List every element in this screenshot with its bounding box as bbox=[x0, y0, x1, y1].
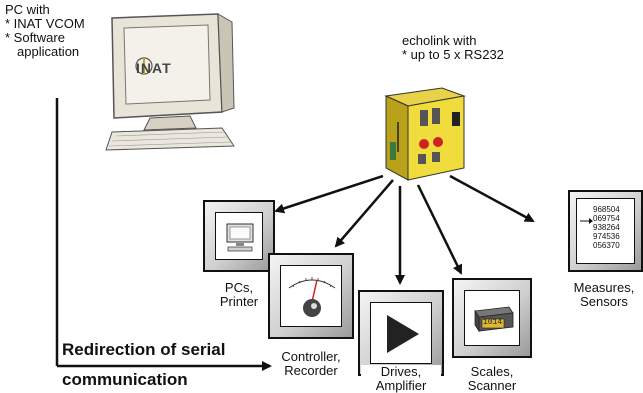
scale-icon bbox=[474, 306, 514, 333]
echolink-label-line: echolink with bbox=[402, 33, 477, 48]
reading-value: 938264 bbox=[593, 223, 620, 232]
echolink-device-icon bbox=[372, 82, 472, 182]
device-label-line: Controller, bbox=[281, 349, 341, 364]
measurement-readings: 968504 069754 938264 974536 056370 bbox=[593, 205, 620, 250]
controller-recorder-box bbox=[268, 253, 354, 339]
echolink-label: echolink with * up to 5 x RS232 bbox=[402, 34, 504, 62]
echolink-label-line: * up to 5 x RS232 bbox=[402, 47, 504, 62]
measures-sensors-label: Measures, Sensors bbox=[566, 281, 642, 309]
pc-label-line: application bbox=[17, 44, 80, 59]
caption-line-2: communication bbox=[62, 370, 188, 389]
device-label-line: PCs, bbox=[224, 280, 254, 295]
pc-computer-icon: INAT bbox=[100, 8, 240, 158]
reading-value: 069754 bbox=[593, 214, 620, 223]
measurement-list-icon bbox=[580, 218, 593, 224]
controller-recorder-label: Controller, Recorder bbox=[271, 350, 351, 378]
scales-scanner-box: 1014 bbox=[452, 278, 532, 358]
arrow-to-controller bbox=[334, 179, 394, 248]
arrow-to-pcs bbox=[274, 174, 384, 214]
pc-screen-logo: INAT bbox=[136, 60, 172, 76]
device-label-line: Amplifier bbox=[375, 378, 427, 393]
scales-scanner-label: Scales, Scanner bbox=[452, 365, 532, 393]
gauge-icon bbox=[288, 277, 336, 317]
device-label-line: Drives, bbox=[380, 364, 422, 379]
pcs-printer-box bbox=[203, 200, 275, 272]
pc-label: PC with * INAT VCOM * Software applicati… bbox=[5, 3, 85, 59]
arrow-to-scales bbox=[416, 184, 463, 275]
device-label-line: Measures, bbox=[573, 280, 635, 295]
measures-sensors-box: 968504 069754 938264 974536 056370 bbox=[568, 190, 643, 272]
device-label-line: Scales, bbox=[470, 364, 514, 379]
pc-label-line: PC with bbox=[5, 2, 50, 17]
device-label-line: Scanner bbox=[467, 378, 517, 393]
pc-label-line: * Software bbox=[5, 30, 65, 45]
monitor-icon bbox=[226, 223, 254, 252]
pc-label-line: * INAT VCOM bbox=[5, 16, 85, 31]
scale-display-value: 1014 bbox=[483, 318, 503, 327]
device-label-line: Recorder bbox=[284, 363, 338, 378]
drives-amplifier-label: Drives, Amplifier bbox=[361, 365, 441, 393]
reading-value: 056370 bbox=[593, 241, 620, 250]
caption-line-1: Redirection of serial bbox=[62, 340, 226, 359]
reading-value: 968504 bbox=[593, 205, 620, 214]
reading-value: 974536 bbox=[593, 232, 620, 241]
arrow-to-measures bbox=[449, 174, 535, 223]
play-icon bbox=[387, 315, 419, 353]
device-label-line: Sensors bbox=[580, 294, 628, 309]
device-label-line: Printer bbox=[219, 294, 259, 309]
pcs-printer-label: PCs, Printer bbox=[208, 281, 270, 309]
